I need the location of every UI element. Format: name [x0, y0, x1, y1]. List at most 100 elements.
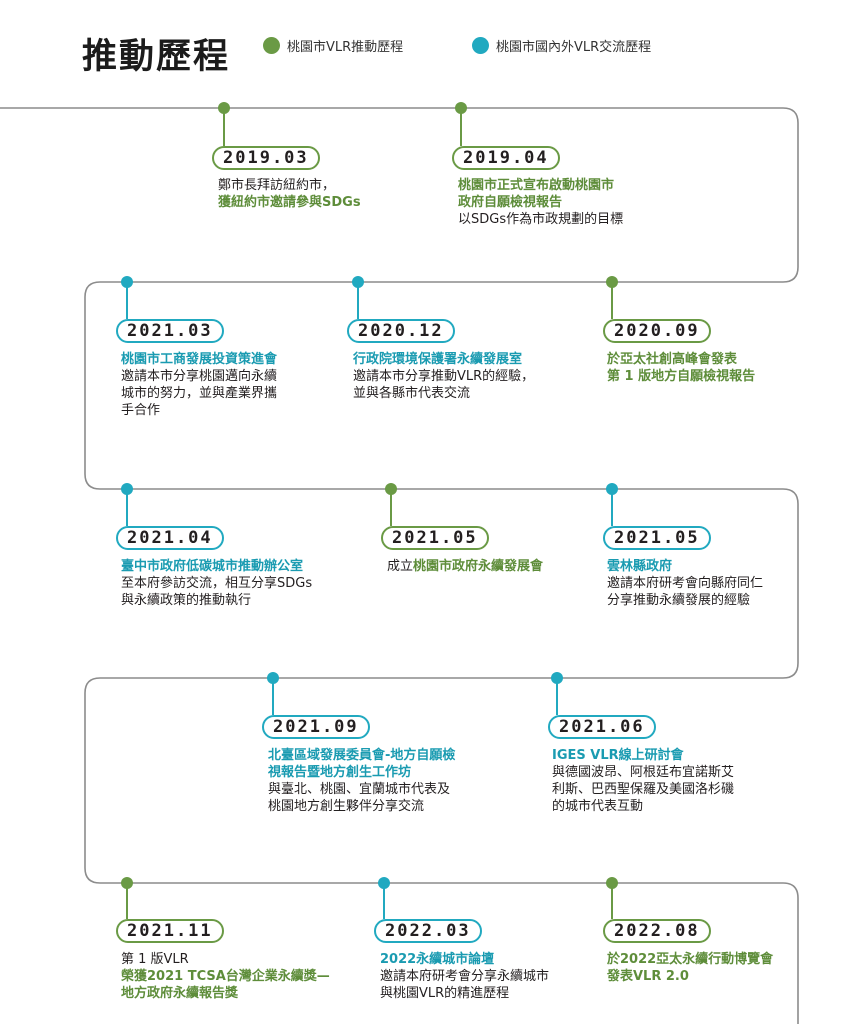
event-text-line: 臺中市政府低碳城市推動辦公室	[121, 559, 304, 574]
event-text-line: 的城市代表互動	[552, 799, 644, 814]
event-line: 桃園市正式宣布啟動桃園市	[458, 177, 623, 194]
event-line: 桃園地方創生夥伴分享交流	[268, 798, 455, 815]
event-text-line: 成立	[387, 559, 414, 574]
green-dot-icon	[263, 37, 280, 54]
event-text-line: 利斯、巴西聖保羅及美國洛杉磯	[552, 782, 735, 797]
event-line: 於亞太社創高峰會發表	[607, 351, 755, 368]
page-title: 推動歷程	[82, 37, 231, 77]
timeline-dot-icon	[352, 276, 364, 288]
timeline-dot-icon	[385, 483, 397, 495]
event-text-line: 與德國波昂、阿根廷布宜諾斯艾	[552, 765, 735, 780]
event-text-line: 與永續政策的推動執行	[121, 593, 252, 608]
timeline-dot-icon	[121, 276, 133, 288]
timeline-dot-icon	[551, 672, 563, 684]
event-text-line: 鄭市長拜訪紐約市，	[218, 178, 336, 193]
event-text-line: 政府自願檢視報告	[458, 195, 563, 210]
event-text-line: 邀請本市分享桃園邁向永續	[121, 369, 278, 384]
timeline-dot-icon	[606, 483, 618, 495]
event-text-line: 以SDGs作為市政規劃的目標	[458, 212, 624, 227]
event-description: 桃園市工商發展投資策進會邀請本市分享桃園邁向永續城市的努力，並與產業界攜手合作	[121, 351, 277, 419]
event-line: 並與各縣市代表交流	[353, 385, 534, 402]
event-line: 分享推動永續發展的經驗	[607, 592, 763, 609]
event-text-line: 桃園市正式宣布啟動桃園市	[458, 178, 615, 193]
event-text-line: 雲林縣政府	[607, 559, 673, 574]
event-line: 發表VLR 2.0	[607, 968, 773, 985]
event-date-badge: 2021.05	[381, 526, 489, 550]
timeline-dot-icon	[606, 877, 618, 889]
timeline-dot-icon	[267, 672, 279, 684]
event-line: 北臺區域發展委員會-地方自願檢	[268, 747, 455, 764]
event-date-badge: 2021.09	[262, 715, 370, 739]
timeline-dot-icon	[606, 276, 618, 288]
timeline-dot-icon	[455, 102, 467, 114]
legend-label: 桃園市國內外VLR交流歷程	[496, 40, 652, 55]
event-line: 成立桃園市政府永續發展會	[387, 558, 543, 575]
event-line: 與永續政策的推動執行	[121, 592, 312, 609]
event-line: 視報告暨地方創生工作坊	[268, 764, 455, 781]
event-line: 城市的努力，並與產業界攜	[121, 385, 277, 402]
event-text-line: 手合作	[121, 403, 161, 418]
event-line: 以SDGs作為市政規劃的目標	[458, 211, 623, 228]
event-description: 於2022亞太永續行動博覽會發表VLR 2.0	[607, 951, 773, 985]
event-date-badge: 2022.03	[374, 919, 482, 943]
event-text-line: 北臺區域發展委員會-地方自願檢	[268, 748, 456, 763]
event-description: 雲林縣政府邀請本府研考會向縣府同仁分享推動永續發展的經驗	[607, 558, 763, 609]
event-text-line: 視報告暨地方創生工作坊	[268, 765, 412, 780]
event-line: 於2022亞太永續行動博覽會	[607, 951, 773, 968]
event-text-line: 並與各縣市代表交流	[353, 386, 471, 401]
event-description: 桃園市正式宣布啟動桃園市政府自願檢視報告以SDGs作為市政規劃的目標	[458, 177, 623, 228]
event-text-line: 第 1 版地方自願檢視報告	[607, 369, 756, 384]
event-text-line: 地方政府永續報告獎	[121, 986, 239, 1001]
event-text-line: 分享推動永續發展的經驗	[607, 593, 751, 608]
event-description: 於亞太社創高峰會發表第 1 版地方自願檢視報告	[607, 351, 755, 385]
event-text-line: 第 1 版VLR	[121, 952, 189, 967]
event-line: 至本府參訪交流，相互分享SDGs	[121, 575, 312, 592]
event-line: 的城市代表互動	[552, 798, 734, 815]
event-description: 成立桃園市政府永續發展會	[387, 558, 543, 575]
event-text-line: 於2022亞太永續行動博覽會	[607, 952, 774, 967]
event-text-line: 城市的努力，並與產業界攜	[121, 386, 278, 401]
event-text-line: 桃園市政府永續發展會	[413, 559, 544, 574]
event-date-badge: 2022.08	[603, 919, 711, 943]
event-line: 行政院環境保護署永續發展室	[353, 351, 534, 368]
event-line: 臺中市政府低碳城市推動辦公室	[121, 558, 312, 575]
event-date-badge: 2020.09	[603, 319, 711, 343]
event-text-line: 榮獲2021 TCSA台灣企業永續獎—	[121, 969, 330, 984]
event-text-line: 至本府參訪交流，相互分享SDGs	[121, 576, 313, 591]
event-text-line: IGES VLR線上研討會	[552, 748, 684, 763]
event-line: 手合作	[121, 402, 277, 419]
event-description: 鄭市長拜訪紐約市， 獲紐約市邀請參與SDGs	[218, 177, 361, 211]
teal-dot-icon	[472, 37, 489, 54]
event-description: 2022永續城市論壇邀請本府研考會分享永續城市與桃園VLR的精進歷程	[380, 951, 549, 1002]
event-line: 利斯、巴西聖保羅及美國洛杉磯	[552, 781, 734, 798]
event-line: 桃園市工商發展投資策進會	[121, 351, 277, 368]
event-text-line: 與桃園VLR的精進歷程	[380, 986, 510, 1001]
event-description: IGES VLR線上研討會與德國波昂、阿根廷布宜諾斯艾利斯、巴西聖保羅及美國洛杉…	[552, 747, 734, 815]
event-date-badge: 2021.04	[116, 526, 224, 550]
event-date-badge: 2021.03	[116, 319, 224, 343]
event-text-line: 邀請本市分享推動VLR的經驗，	[353, 369, 535, 384]
event-date-badge: 2021.11	[116, 919, 224, 943]
event-text-line: 桃園市工商發展投資策進會	[121, 352, 278, 367]
event-line: 邀請本府研考會分享永續城市	[380, 968, 549, 985]
legend-item-green: 桃園市VLR推動歷程	[263, 36, 403, 55]
event-date-badge: 2021.05	[603, 526, 711, 550]
event-line: 榮獲2021 TCSA台灣企業永續獎—	[121, 968, 330, 985]
event-date-badge: 2020.12	[347, 319, 455, 343]
event-text-line: 2022永續城市論壇	[380, 952, 495, 967]
event-line: 政府自願檢視報告	[458, 194, 623, 211]
event-text-line: 邀請本府研考會向縣府同仁	[607, 576, 764, 591]
event-line: 與德國波昂、阿根廷布宜諾斯艾	[552, 764, 734, 781]
event-text-line: 獲紐約市邀請參與SDGs	[218, 195, 361, 210]
event-line: 鄭市長拜訪紐約市，	[218, 177, 361, 194]
event-line: 邀請本市分享桃園邁向永續	[121, 368, 277, 385]
timeline-dot-icon	[121, 877, 133, 889]
event-date-badge: 2019.03	[212, 146, 320, 170]
event-text-line: 於亞太社創高峰會發表	[607, 352, 738, 367]
event-text-line: 行政院環境保護署永續發展室	[353, 352, 523, 367]
event-text-line: 邀請本府研考會分享永續城市	[380, 969, 550, 984]
event-text-line: 與臺北、桃園、宜蘭城市代表及	[268, 782, 451, 797]
event-date-badge: 2021.06	[548, 715, 656, 739]
